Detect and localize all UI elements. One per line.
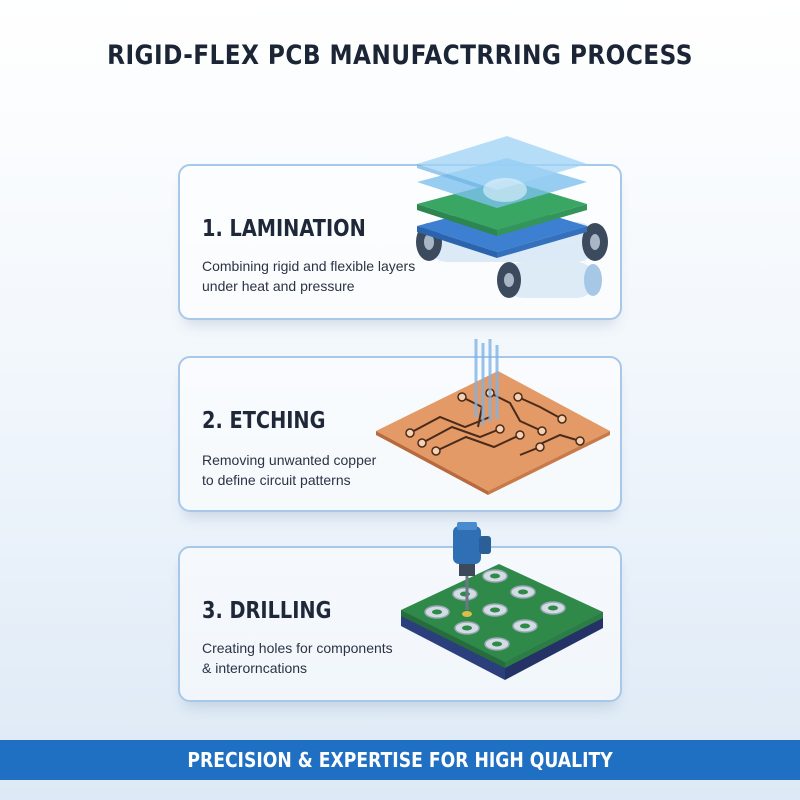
lamination-rollers-icon — [416, 136, 608, 298]
step-description-line: Combining rigid and flexible layers — [202, 258, 416, 274]
step-description: Combining rigid and flexible layers unde… — [202, 256, 422, 296]
step-description: Creating holes for components & interorn… — [202, 638, 422, 678]
footer-banner: PRECISION & EXPERTISE FOR HIGH QUALITY — [0, 740, 800, 780]
step-description-line: under heat and pressure — [202, 278, 355, 294]
step-title: 3. DRILLING — [202, 598, 332, 624]
drill-board-icon — [401, 522, 603, 680]
step-description-line: & interorncations — [202, 660, 308, 676]
page-title: RIGID-FLEX PCB MANUFACTRRING PROCESS — [107, 40, 693, 71]
copper-etching-icon — [376, 339, 610, 495]
footer-banner-text: PRECISION & EXPERTISE FOR HIGH QUALITY — [187, 748, 613, 772]
step-title: 1. LAMINATION — [202, 216, 366, 242]
step-title: 2. ETCHING — [202, 408, 326, 434]
step-description-line: to define circuit patterns — [202, 472, 351, 488]
step-description-line: Creating holes for components — [202, 640, 393, 656]
step-description: Removing unwanted copper to define circu… — [202, 450, 422, 490]
step-description-line: Removing unwanted copper — [202, 452, 377, 468]
